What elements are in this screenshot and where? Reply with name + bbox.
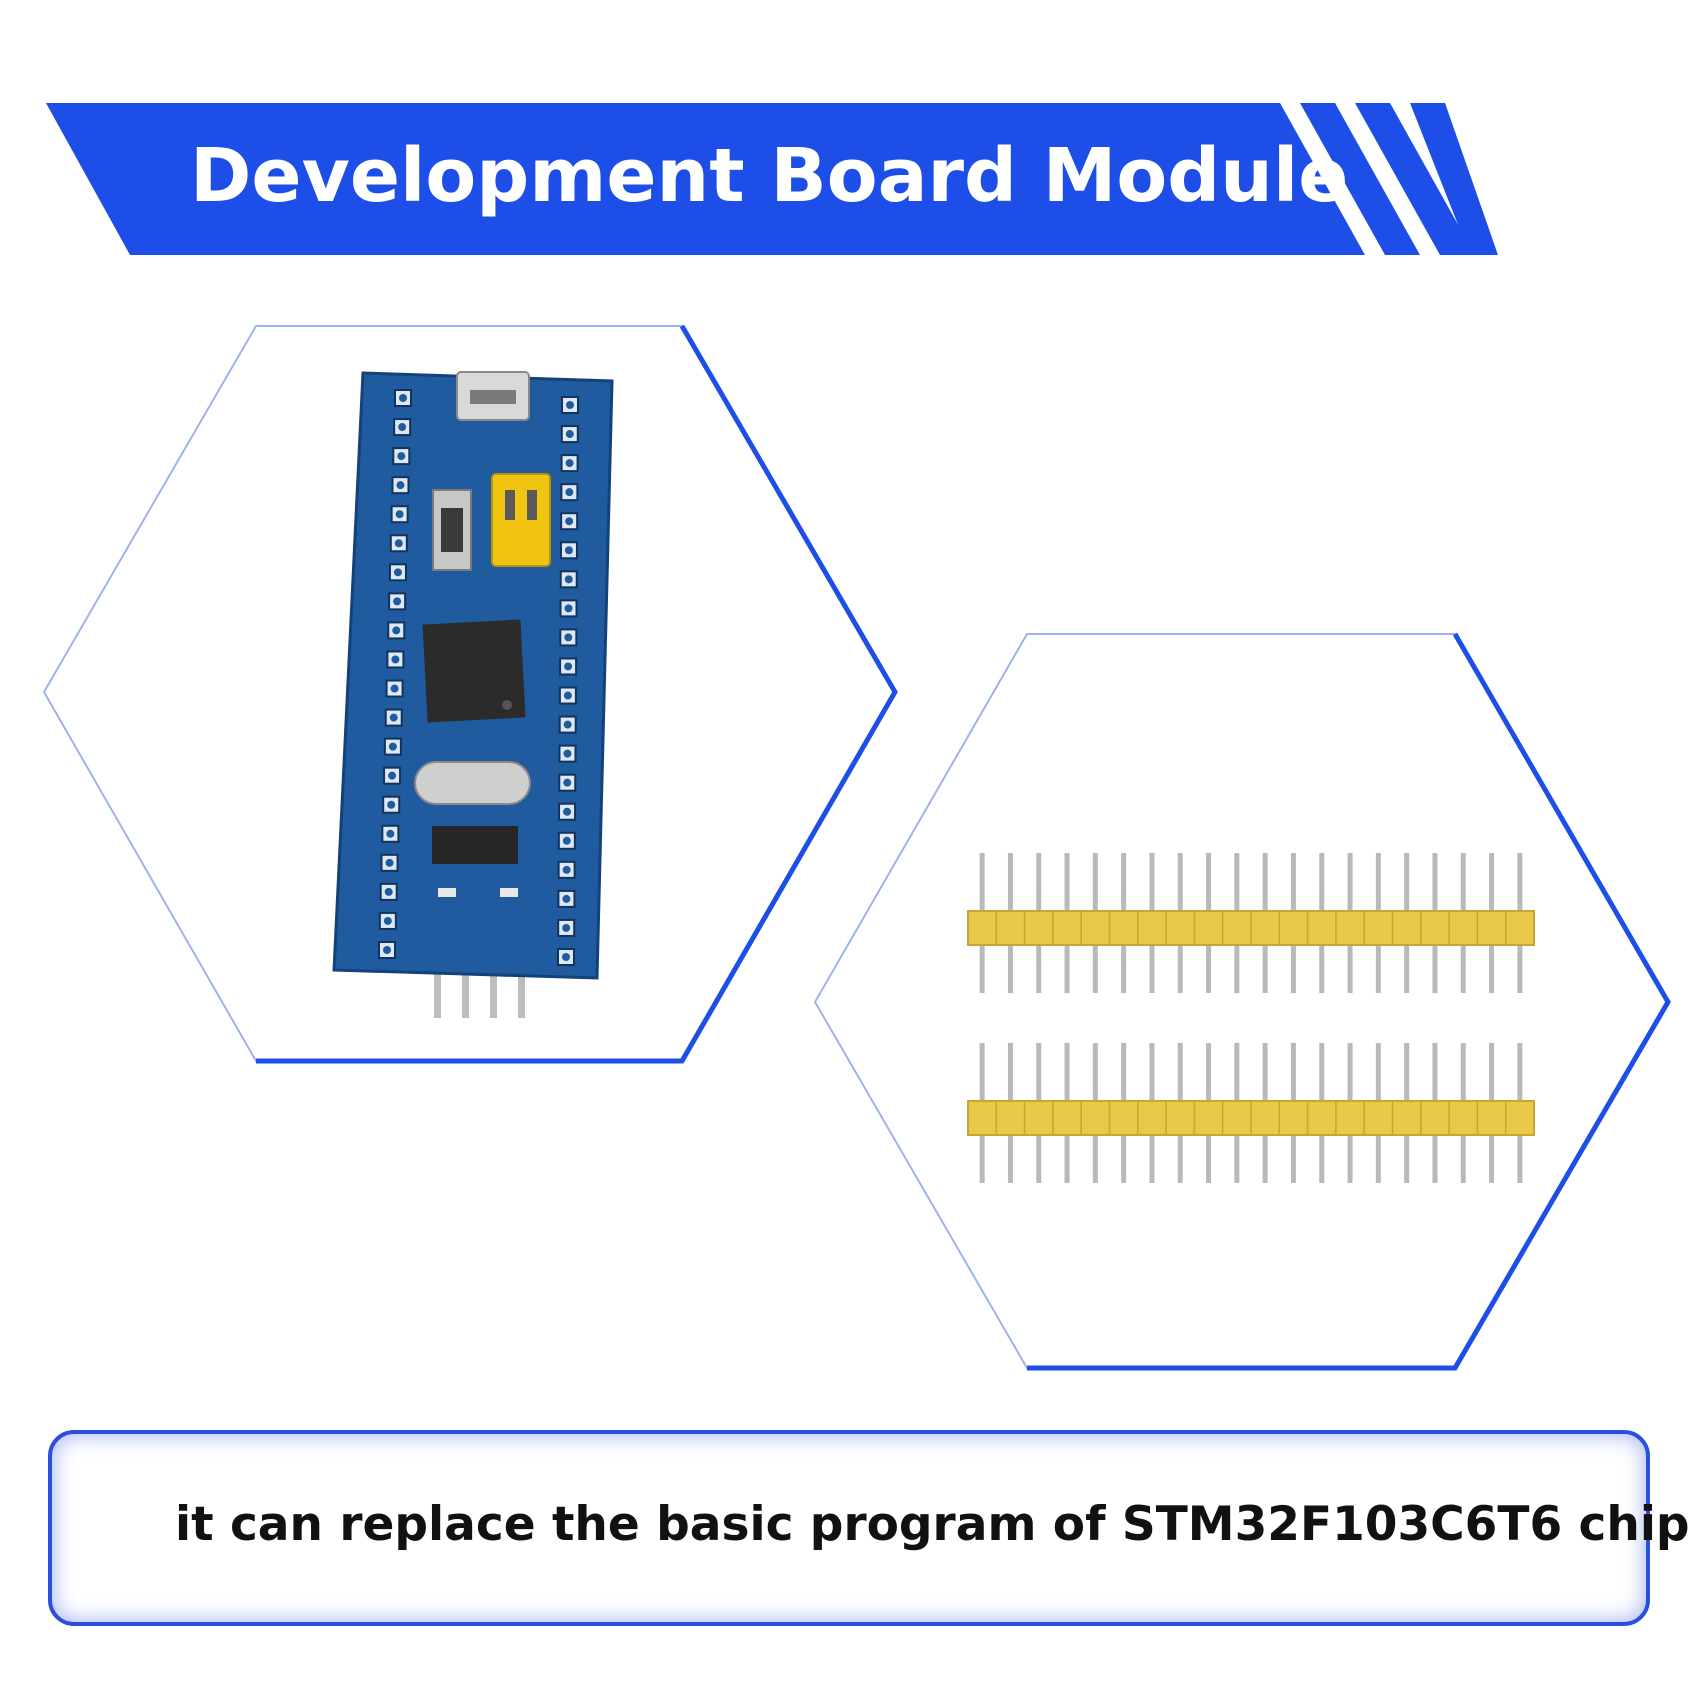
board-pad-hole bbox=[563, 807, 572, 816]
board-pad-hole bbox=[565, 459, 574, 468]
board-pad-hole bbox=[391, 655, 400, 664]
board-pad-hole bbox=[564, 575, 573, 584]
board-pad-hole bbox=[383, 946, 391, 954]
mcu-chip-dot bbox=[502, 700, 512, 710]
board-pad-hole bbox=[393, 568, 402, 577]
jumper-pin bbox=[505, 490, 515, 520]
pin-header-strip bbox=[967, 1043, 1535, 1183]
banner-stripe bbox=[1410, 103, 1498, 255]
bottom-header-pin bbox=[490, 940, 497, 1018]
reset-button-body bbox=[432, 489, 472, 571]
board-pad-hole bbox=[562, 865, 571, 874]
stm32-board-image bbox=[332, 371, 614, 1018]
led-pc13 bbox=[500, 888, 518, 897]
board-pad-hole bbox=[393, 597, 402, 606]
board-pad-hole bbox=[383, 916, 392, 925]
usb-port bbox=[470, 390, 516, 404]
title-banner bbox=[46, 103, 1498, 255]
left-pad-row bbox=[378, 389, 412, 959]
board-hexagon-accent bbox=[256, 324, 898, 1064]
jumper-pin bbox=[527, 490, 537, 520]
bottom-header-pin bbox=[434, 940, 441, 1018]
mcu-chip-body bbox=[422, 619, 526, 723]
board-pad-hole bbox=[387, 800, 396, 809]
board-pad-hole bbox=[392, 626, 401, 635]
boot-jumpers bbox=[491, 473, 551, 567]
banner-stripe bbox=[1355, 103, 1475, 255]
crystal bbox=[414, 761, 531, 805]
crystal-body bbox=[414, 761, 531, 805]
pin-headers-image bbox=[967, 853, 1535, 1183]
reset-button-cap bbox=[441, 508, 463, 552]
board-pad-hole bbox=[563, 749, 572, 758]
pin-header-strip bbox=[967, 853, 1535, 993]
board-pad-hole bbox=[386, 829, 395, 838]
board-pad-hole bbox=[565, 488, 574, 497]
board-pad-hole bbox=[564, 546, 573, 555]
regulator-body bbox=[432, 826, 518, 864]
right-pad-row bbox=[557, 396, 579, 966]
board-pad-hole bbox=[385, 858, 394, 867]
banner-shape bbox=[46, 103, 1365, 255]
led-pwr bbox=[438, 888, 456, 897]
board-pad-hole bbox=[394, 539, 403, 548]
board-pad-hole bbox=[399, 394, 407, 402]
board-pad-hole bbox=[390, 684, 399, 693]
reset-button bbox=[432, 489, 472, 571]
board-pad-hole bbox=[388, 771, 397, 780]
banner-stripe bbox=[1300, 103, 1420, 255]
board-pad-hole bbox=[565, 517, 574, 526]
status-leds bbox=[438, 888, 518, 897]
board-pad-hole bbox=[566, 401, 574, 409]
board-pad-hole bbox=[562, 953, 570, 961]
board-pad-hole bbox=[389, 713, 398, 722]
board-pad-hole bbox=[563, 720, 572, 729]
board-pad-hole bbox=[564, 604, 573, 613]
headers-hexagon-accent bbox=[1027, 632, 1671, 1371]
board-pad-hole bbox=[562, 894, 571, 903]
board-pad-hole bbox=[564, 662, 573, 671]
board-pad-hole bbox=[562, 836, 571, 845]
board-pad-hole bbox=[563, 778, 572, 787]
board-pad-hole bbox=[562, 923, 571, 932]
board-pad-hole bbox=[388, 742, 397, 751]
bottom-header-pin bbox=[462, 940, 469, 1018]
board-pad-hole bbox=[395, 510, 404, 519]
board-pad-hole bbox=[397, 452, 406, 461]
bottom-header-pin bbox=[518, 940, 525, 1018]
voltage-regulator bbox=[432, 826, 518, 864]
mcu-chip bbox=[422, 619, 526, 723]
board-pad-hole bbox=[384, 887, 393, 896]
board-pad-hole bbox=[396, 481, 405, 490]
board-pad-hole bbox=[564, 633, 573, 642]
headers-hexagon-frame bbox=[813, 632, 1671, 1371]
caption-box bbox=[48, 1430, 1650, 1626]
board-pad-hole bbox=[565, 430, 574, 439]
page-title: Development Board Module bbox=[190, 133, 1349, 219]
usb-connector bbox=[456, 371, 530, 421]
headers-hexagon-outline bbox=[813, 633, 1670, 1369]
caption-text: it can replace the basic program of STM3… bbox=[175, 1497, 1690, 1552]
jumper-block bbox=[491, 473, 551, 567]
board-pad-hole bbox=[398, 423, 407, 432]
board-pad-hole bbox=[563, 691, 572, 700]
